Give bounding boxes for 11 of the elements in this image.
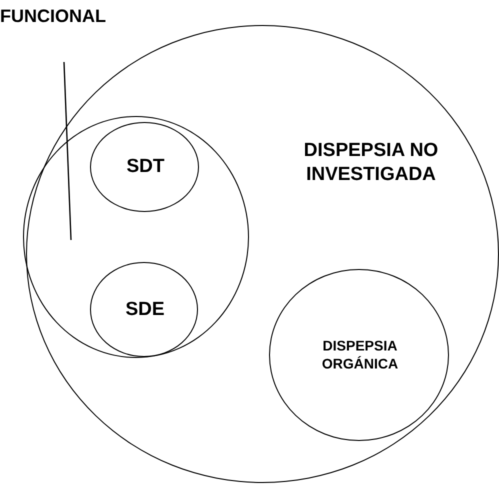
circle — [26, 25, 499, 483]
circle-label: SDE — [124, 298, 166, 322]
circle-label: DISPEPSIA NO INVESTIGADA — [302, 139, 440, 186]
circle-label: SDT — [126, 155, 166, 179]
circle — [269, 269, 449, 441]
circle — [90, 262, 198, 357]
label-text: FUNCIONAL — [0, 6, 140, 34]
circle-label: DISPEPSIA ORGÁNICA — [320, 338, 400, 372]
circle — [23, 116, 249, 358]
circle — [90, 122, 199, 212]
leader-line — [63, 62, 72, 240]
